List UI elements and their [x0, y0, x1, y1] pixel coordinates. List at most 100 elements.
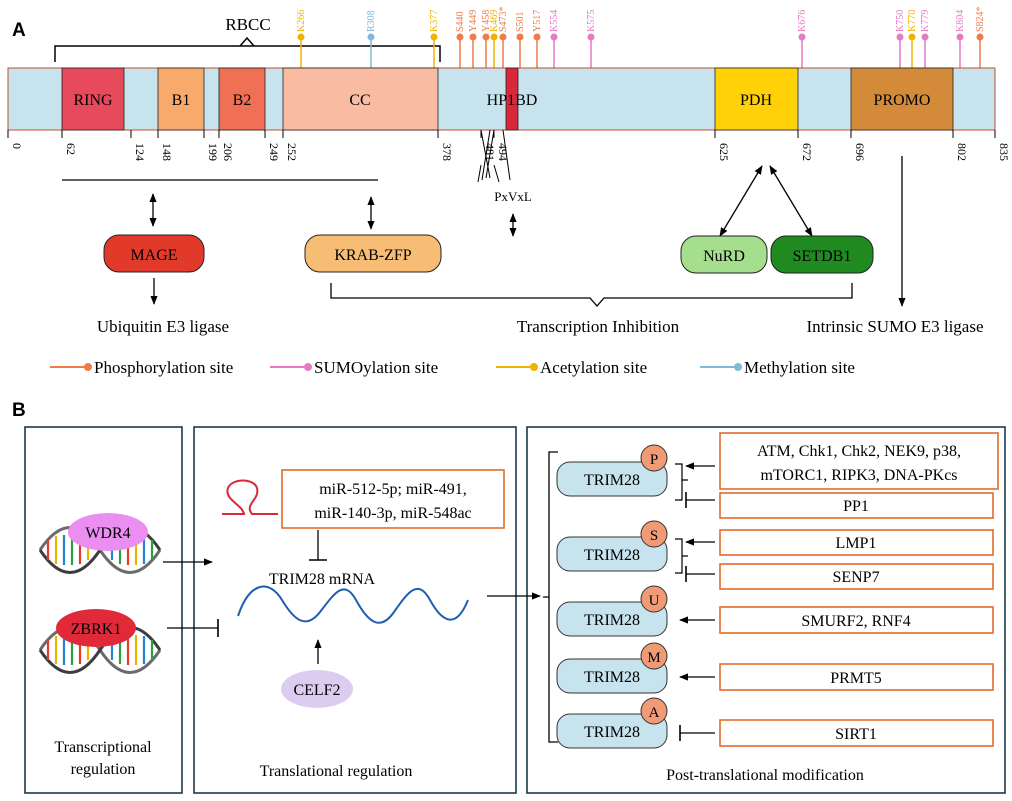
trim28-row-p: TRIM28 P	[556, 444, 668, 497]
ptm-site-label: K469	[489, 10, 500, 32]
panel-a-label: A	[12, 20, 26, 41]
mage-pill	[103, 234, 205, 273]
position-label: 494	[496, 143, 510, 161]
ptm-site-label: Y449	[468, 10, 479, 32]
ptm-site-label: S440	[455, 11, 466, 32]
mirna-line1: miR-512-5p; miR-491,	[319, 481, 467, 498]
ptm-site-dot	[456, 33, 464, 41]
ptm-site-dot	[921, 33, 929, 41]
domain-b1-label: B1	[172, 92, 191, 109]
s-bracket	[675, 538, 688, 574]
mod-badge	[640, 642, 668, 670]
ptm-site-label: S473*	[498, 6, 509, 32]
position-label: 696	[853, 143, 867, 161]
mod-badge	[640, 444, 668, 472]
lmp1-label: LMP1	[836, 535, 877, 552]
ptm-site-dot	[533, 33, 541, 41]
transcriptional-label-1: Transcriptional	[54, 739, 152, 756]
mrna-wave-icon	[237, 585, 469, 624]
position-label: 802	[955, 143, 969, 161]
hp1bd-wedge	[477, 129, 500, 183]
mod-letter: S	[650, 528, 658, 544]
mrna-label: TRIM28 mRNA	[269, 571, 376, 588]
sumo-ligase-label: Intrinsic SUMO E3 ligase	[806, 317, 983, 336]
transcription-bracket	[330, 283, 853, 307]
nurd-label: NuRD	[703, 248, 745, 265]
ptm-site-label: K575	[586, 10, 597, 32]
motif-label: PxVxL	[494, 189, 532, 204]
mod-letter: A	[649, 705, 660, 721]
rbcc-label: RBCC	[225, 15, 270, 34]
domain-pdh	[714, 67, 799, 131]
position-label: 252	[285, 143, 299, 161]
post-translational-label: Post-translational modification	[666, 767, 864, 784]
domain-cc-label: CC	[349, 92, 370, 109]
domain-promo-label: PROMO	[874, 92, 931, 109]
position-label: 206	[221, 143, 235, 161]
ubiquitin-label: Ubiquitin E3 ligase	[97, 317, 229, 336]
mirna-line2: miR-140-3p, miR-548ac	[314, 505, 471, 522]
zbrk1-label: ZBRK1	[71, 621, 122, 638]
ptm-site-dot	[976, 33, 984, 41]
protein-bracket	[543, 451, 558, 743]
rbcc-bracket	[54, 36, 441, 62]
position-label: 199	[206, 143, 220, 161]
position-label: 249	[267, 143, 281, 161]
pp1-label: PP1	[843, 498, 869, 515]
transcriptional-label-2: regulation	[71, 761, 136, 778]
ptm-site-dot	[469, 33, 477, 41]
ptm-site-dot	[490, 33, 498, 41]
mod-letter: M	[647, 650, 660, 666]
wdr4-label: WDR4	[85, 525, 130, 542]
kinases-line1: ATM, Chk1, Chk2, NEK9, p38,	[757, 443, 961, 460]
ptm-site-label: K804	[955, 10, 966, 32]
transcriptional-panel	[24, 426, 183, 794]
ptm-site-dot	[908, 33, 916, 41]
celf2-label: CELF2	[293, 682, 340, 699]
ptm-site-dot	[550, 33, 558, 41]
legend-phospho: Phosphorylation site	[94, 358, 233, 377]
senp7-label: SENP7	[832, 569, 879, 586]
prmt5-label: PRMT5	[830, 670, 882, 687]
trim28-label: TRIM28	[584, 547, 640, 564]
trim28-row-m: TRIM28 M	[556, 642, 668, 694]
position-label: 0	[10, 143, 24, 149]
ptm-site-label: R308	[366, 10, 377, 32]
ptm-site-label: K770	[907, 10, 918, 32]
ptm-site-label: Y458	[481, 10, 492, 32]
ptm-site-label: Y517	[532, 10, 543, 32]
nurd-double-arrow	[719, 165, 763, 237]
ptm-site-label: K266	[296, 10, 307, 32]
mod-badge	[640, 585, 668, 613]
domain-b2	[218, 67, 266, 131]
nurd-pill	[680, 235, 768, 274]
mage-label: MAGE	[130, 247, 177, 264]
trim28-row-s: TRIM28 S	[556, 520, 668, 572]
legend-sumo: SUMOylation site	[314, 358, 438, 377]
sirt1-label: SIRT1	[835, 726, 877, 743]
domain-ring-label: RING	[73, 92, 113, 109]
ptm-site-dot	[896, 33, 904, 41]
smurf2-label: SMURF2, RNF4	[801, 613, 910, 630]
pp1-box	[719, 492, 994, 519]
senp7-box	[719, 563, 994, 590]
mod-letter: P	[650, 452, 658, 468]
ptm-site-label: K377	[429, 10, 440, 32]
mod-badge	[640, 697, 668, 725]
sirt1-box	[719, 719, 994, 747]
domain-hp1bd-label: HP1BD	[487, 92, 538, 109]
p-bracket	[675, 463, 688, 501]
kinases-box	[719, 432, 999, 490]
position-label: 378	[440, 143, 454, 161]
ptm-site-label: K676	[797, 10, 808, 32]
trim28-label: TRIM28	[584, 472, 640, 489]
setdb1-label: SETDB1	[793, 248, 852, 265]
ptm-site-label: S824*	[975, 6, 986, 32]
ptm-site-dot	[956, 33, 964, 41]
domain-cc	[282, 67, 439, 131]
mirna-hairpin-icon	[222, 479, 278, 515]
ptm-site-dot	[297, 33, 305, 41]
wdr4-blob	[68, 513, 148, 551]
domain-b2-label: B2	[233, 92, 252, 109]
